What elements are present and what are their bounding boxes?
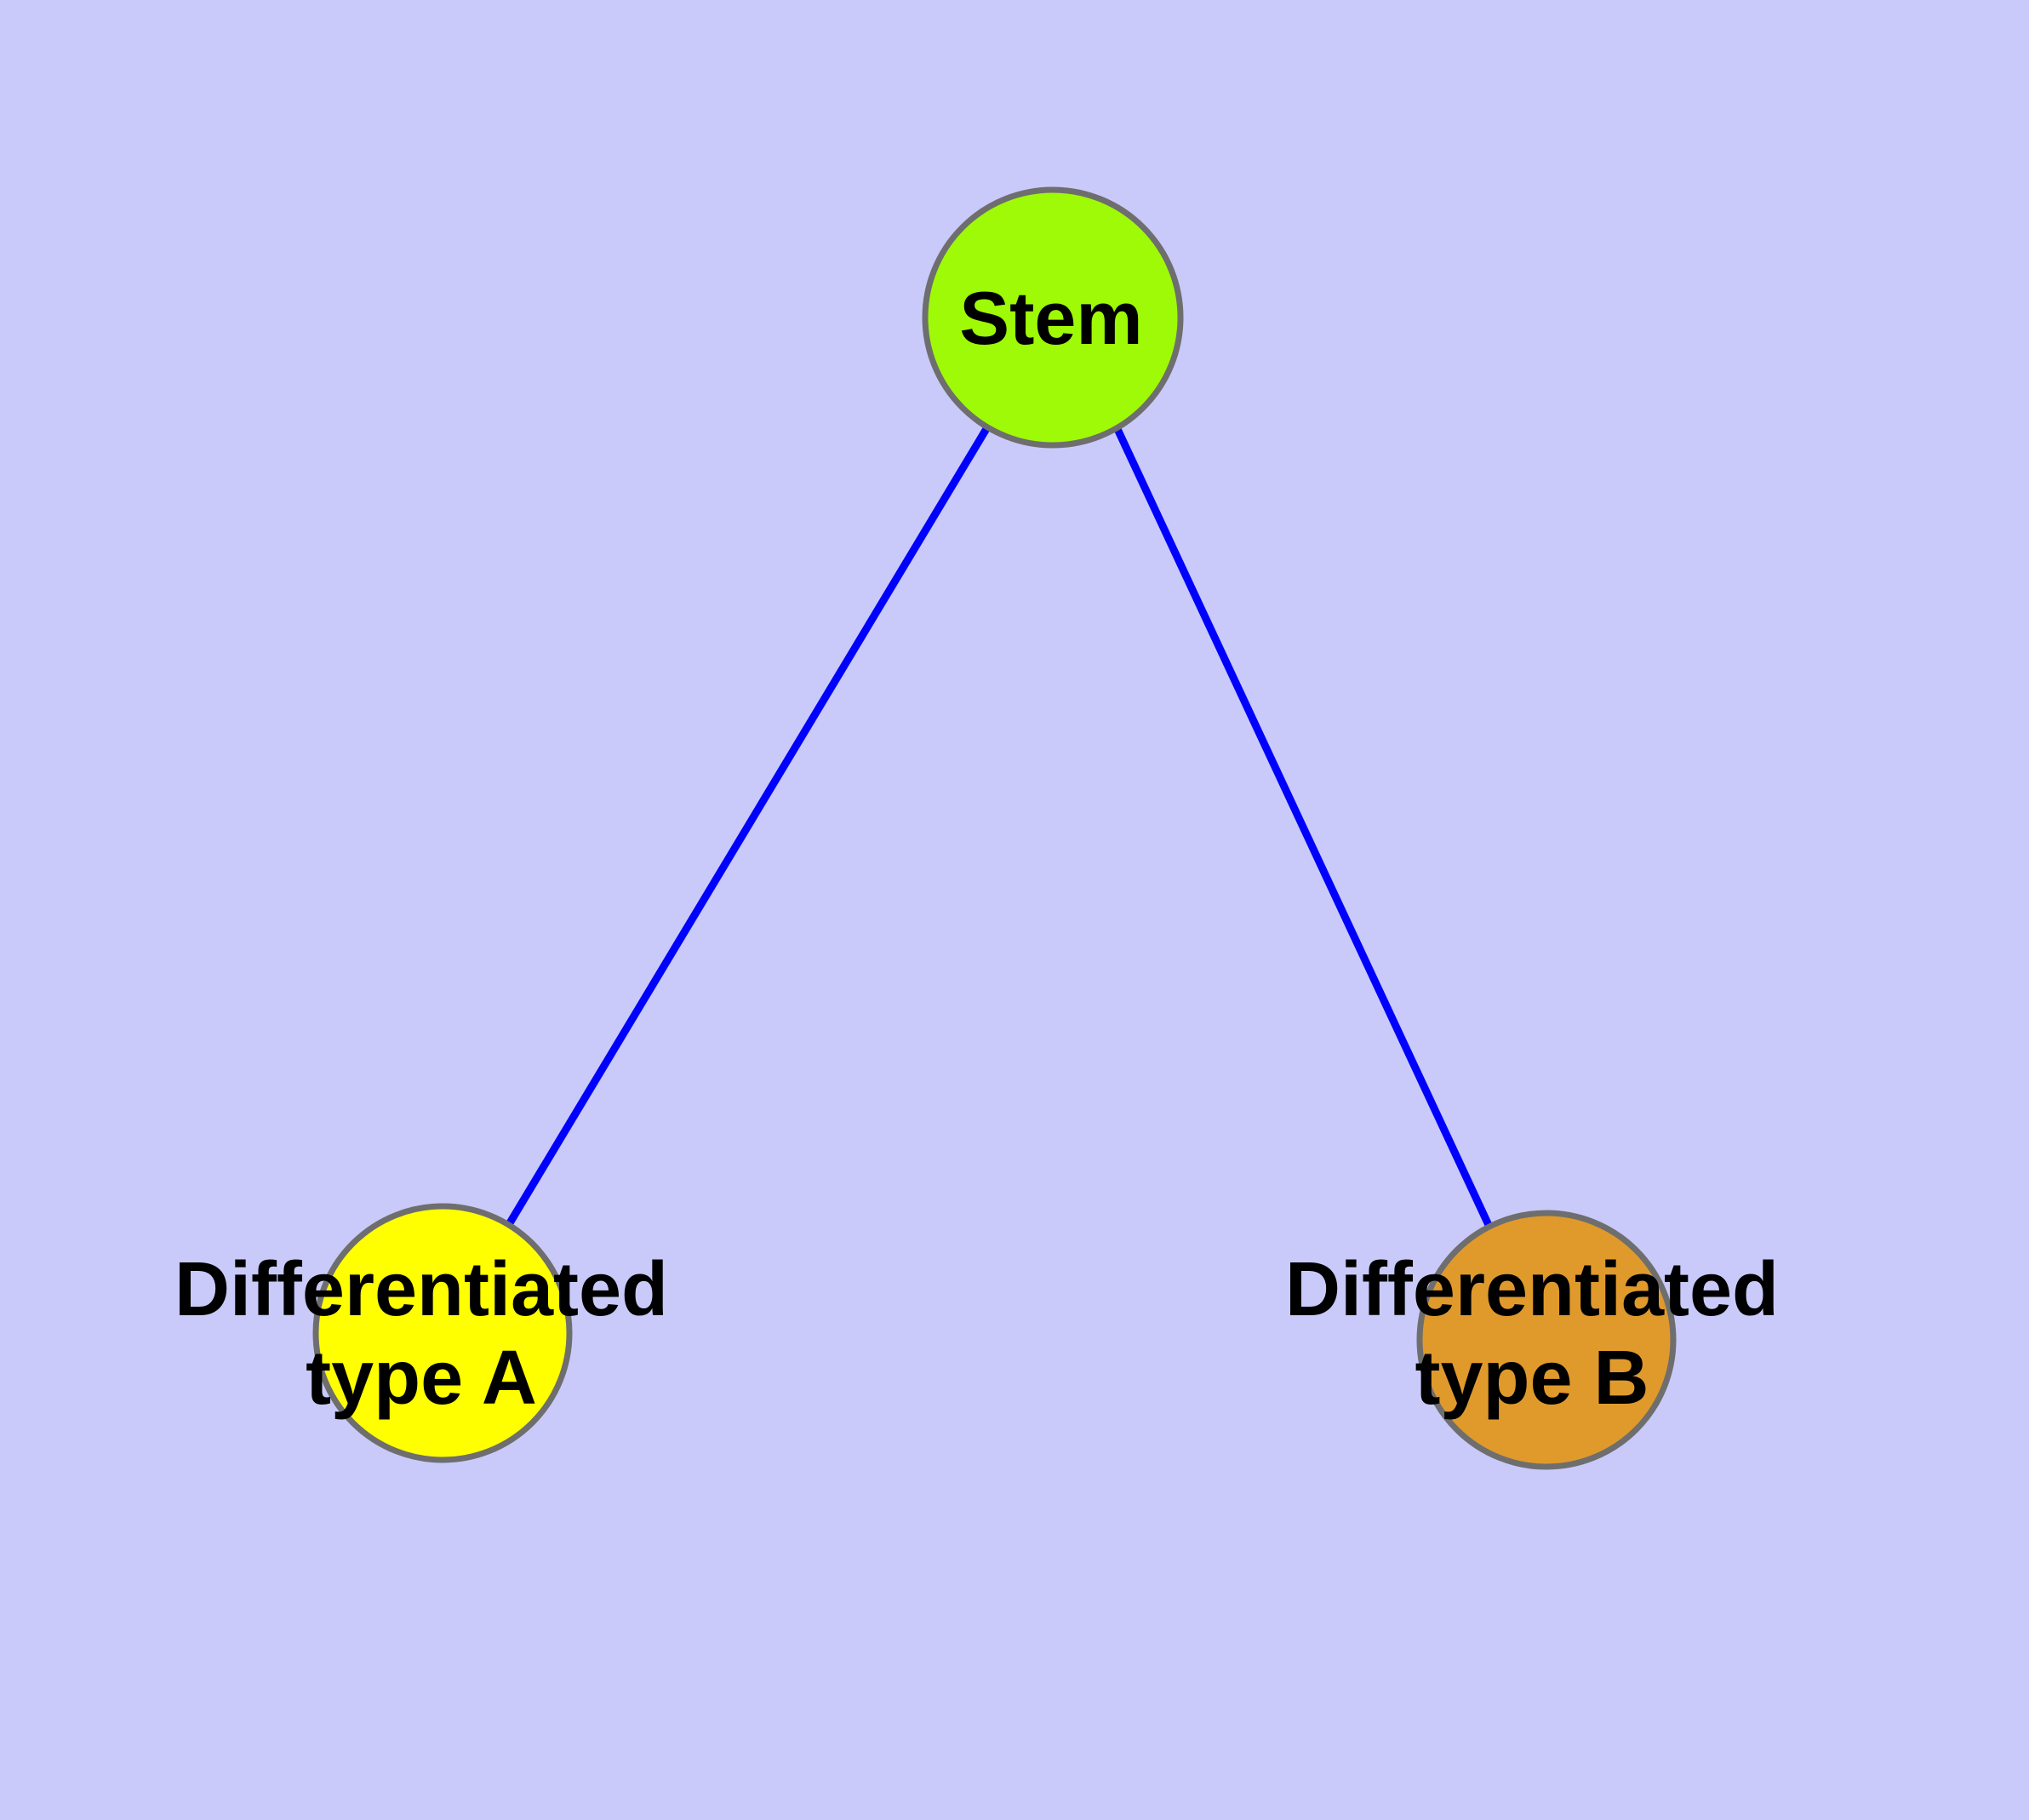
node-label-line: type B (1415, 1336, 1649, 1421)
node-label-line: type A (306, 1336, 537, 1421)
node-label-line: Differentiated (174, 1247, 668, 1332)
node-label-line: Stem (959, 276, 1142, 360)
node-label-stem: Stem (959, 276, 1142, 360)
edges-group (505, 425, 1493, 1228)
edge-stem-to-differentiated-type-a[interactable] (505, 425, 991, 1228)
node-differentiated-type-a[interactable] (312, 1203, 573, 1463)
node-differentiated-type-b[interactable] (1416, 1210, 1677, 1470)
edge-stem-to-differentiated-type-b[interactable] (1113, 427, 1493, 1227)
node-label-line: Differentiated (1285, 1247, 1779, 1332)
node-stem[interactable] (922, 186, 1184, 449)
nodes-group (312, 186, 1677, 1470)
